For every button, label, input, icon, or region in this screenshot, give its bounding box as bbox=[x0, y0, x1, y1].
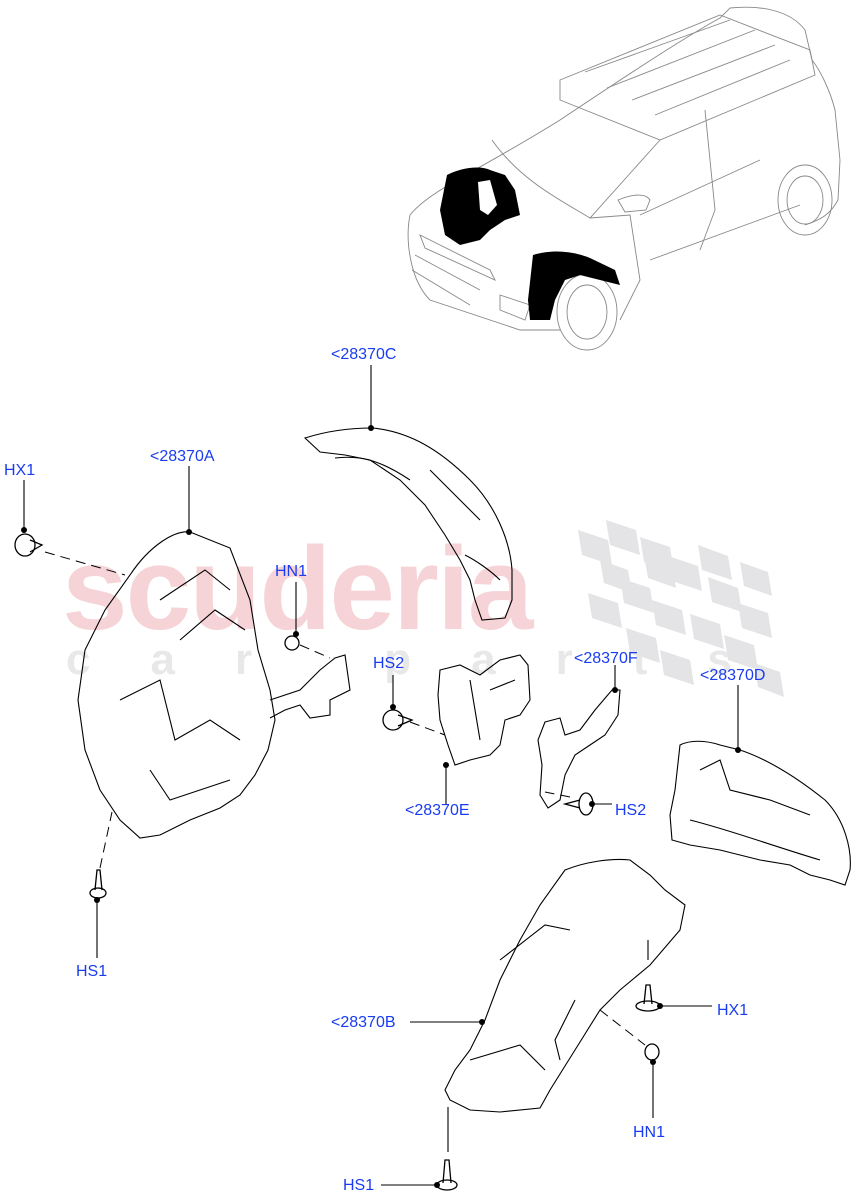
callout-28370C[interactable]: <28370C bbox=[331, 346, 397, 363]
part-28370C bbox=[303, 427, 513, 621]
part-28370F bbox=[537, 689, 621, 809]
part-28370E bbox=[437, 654, 531, 766]
callout-hn1-right[interactable]: HN1 bbox=[633, 1124, 666, 1141]
watermark-scuderia: scuderia bbox=[62, 523, 533, 655]
callout-hs1-bottom[interactable]: HS1 bbox=[343, 1177, 375, 1194]
callout-28370E[interactable]: <28370E bbox=[405, 802, 470, 819]
callout-hs2-left[interactable]: HS2 bbox=[373, 655, 405, 672]
watermark-car-parts: car parts bbox=[66, 635, 792, 684]
checkered-flag-watermark bbox=[578, 520, 784, 697]
callout-28370F[interactable]: <28370F bbox=[574, 650, 638, 667]
fastener-hx1-right bbox=[635, 1000, 661, 1012]
callout-hx1-right[interactable]: HX1 bbox=[717, 1002, 749, 1019]
part-28370A bbox=[77, 531, 276, 839]
callout-hn1-left[interactable]: HN1 bbox=[275, 563, 308, 580]
fastener-hs2-left bbox=[382, 709, 404, 731]
callout-hs2-right[interactable]: HS2 bbox=[615, 802, 647, 819]
callout-28370B[interactable]: <28370B bbox=[331, 1014, 396, 1031]
callout-hx1-left[interactable]: HX1 bbox=[4, 462, 36, 479]
fastener-hn1-right bbox=[644, 1043, 660, 1061]
fastener-hs1-left bbox=[89, 887, 107, 899]
highlight-fender-liner bbox=[528, 251, 620, 320]
part-28370B bbox=[444, 858, 686, 1113]
callout-hs1-left[interactable]: HS1 bbox=[76, 963, 108, 980]
fastener-hn1-left bbox=[284, 635, 300, 651]
fastener-hx1-left bbox=[14, 533, 36, 557]
callout-28370A[interactable]: <28370A bbox=[150, 448, 215, 465]
part-28370D bbox=[669, 740, 851, 886]
callout-28370D[interactable]: <28370D bbox=[700, 667, 766, 684]
